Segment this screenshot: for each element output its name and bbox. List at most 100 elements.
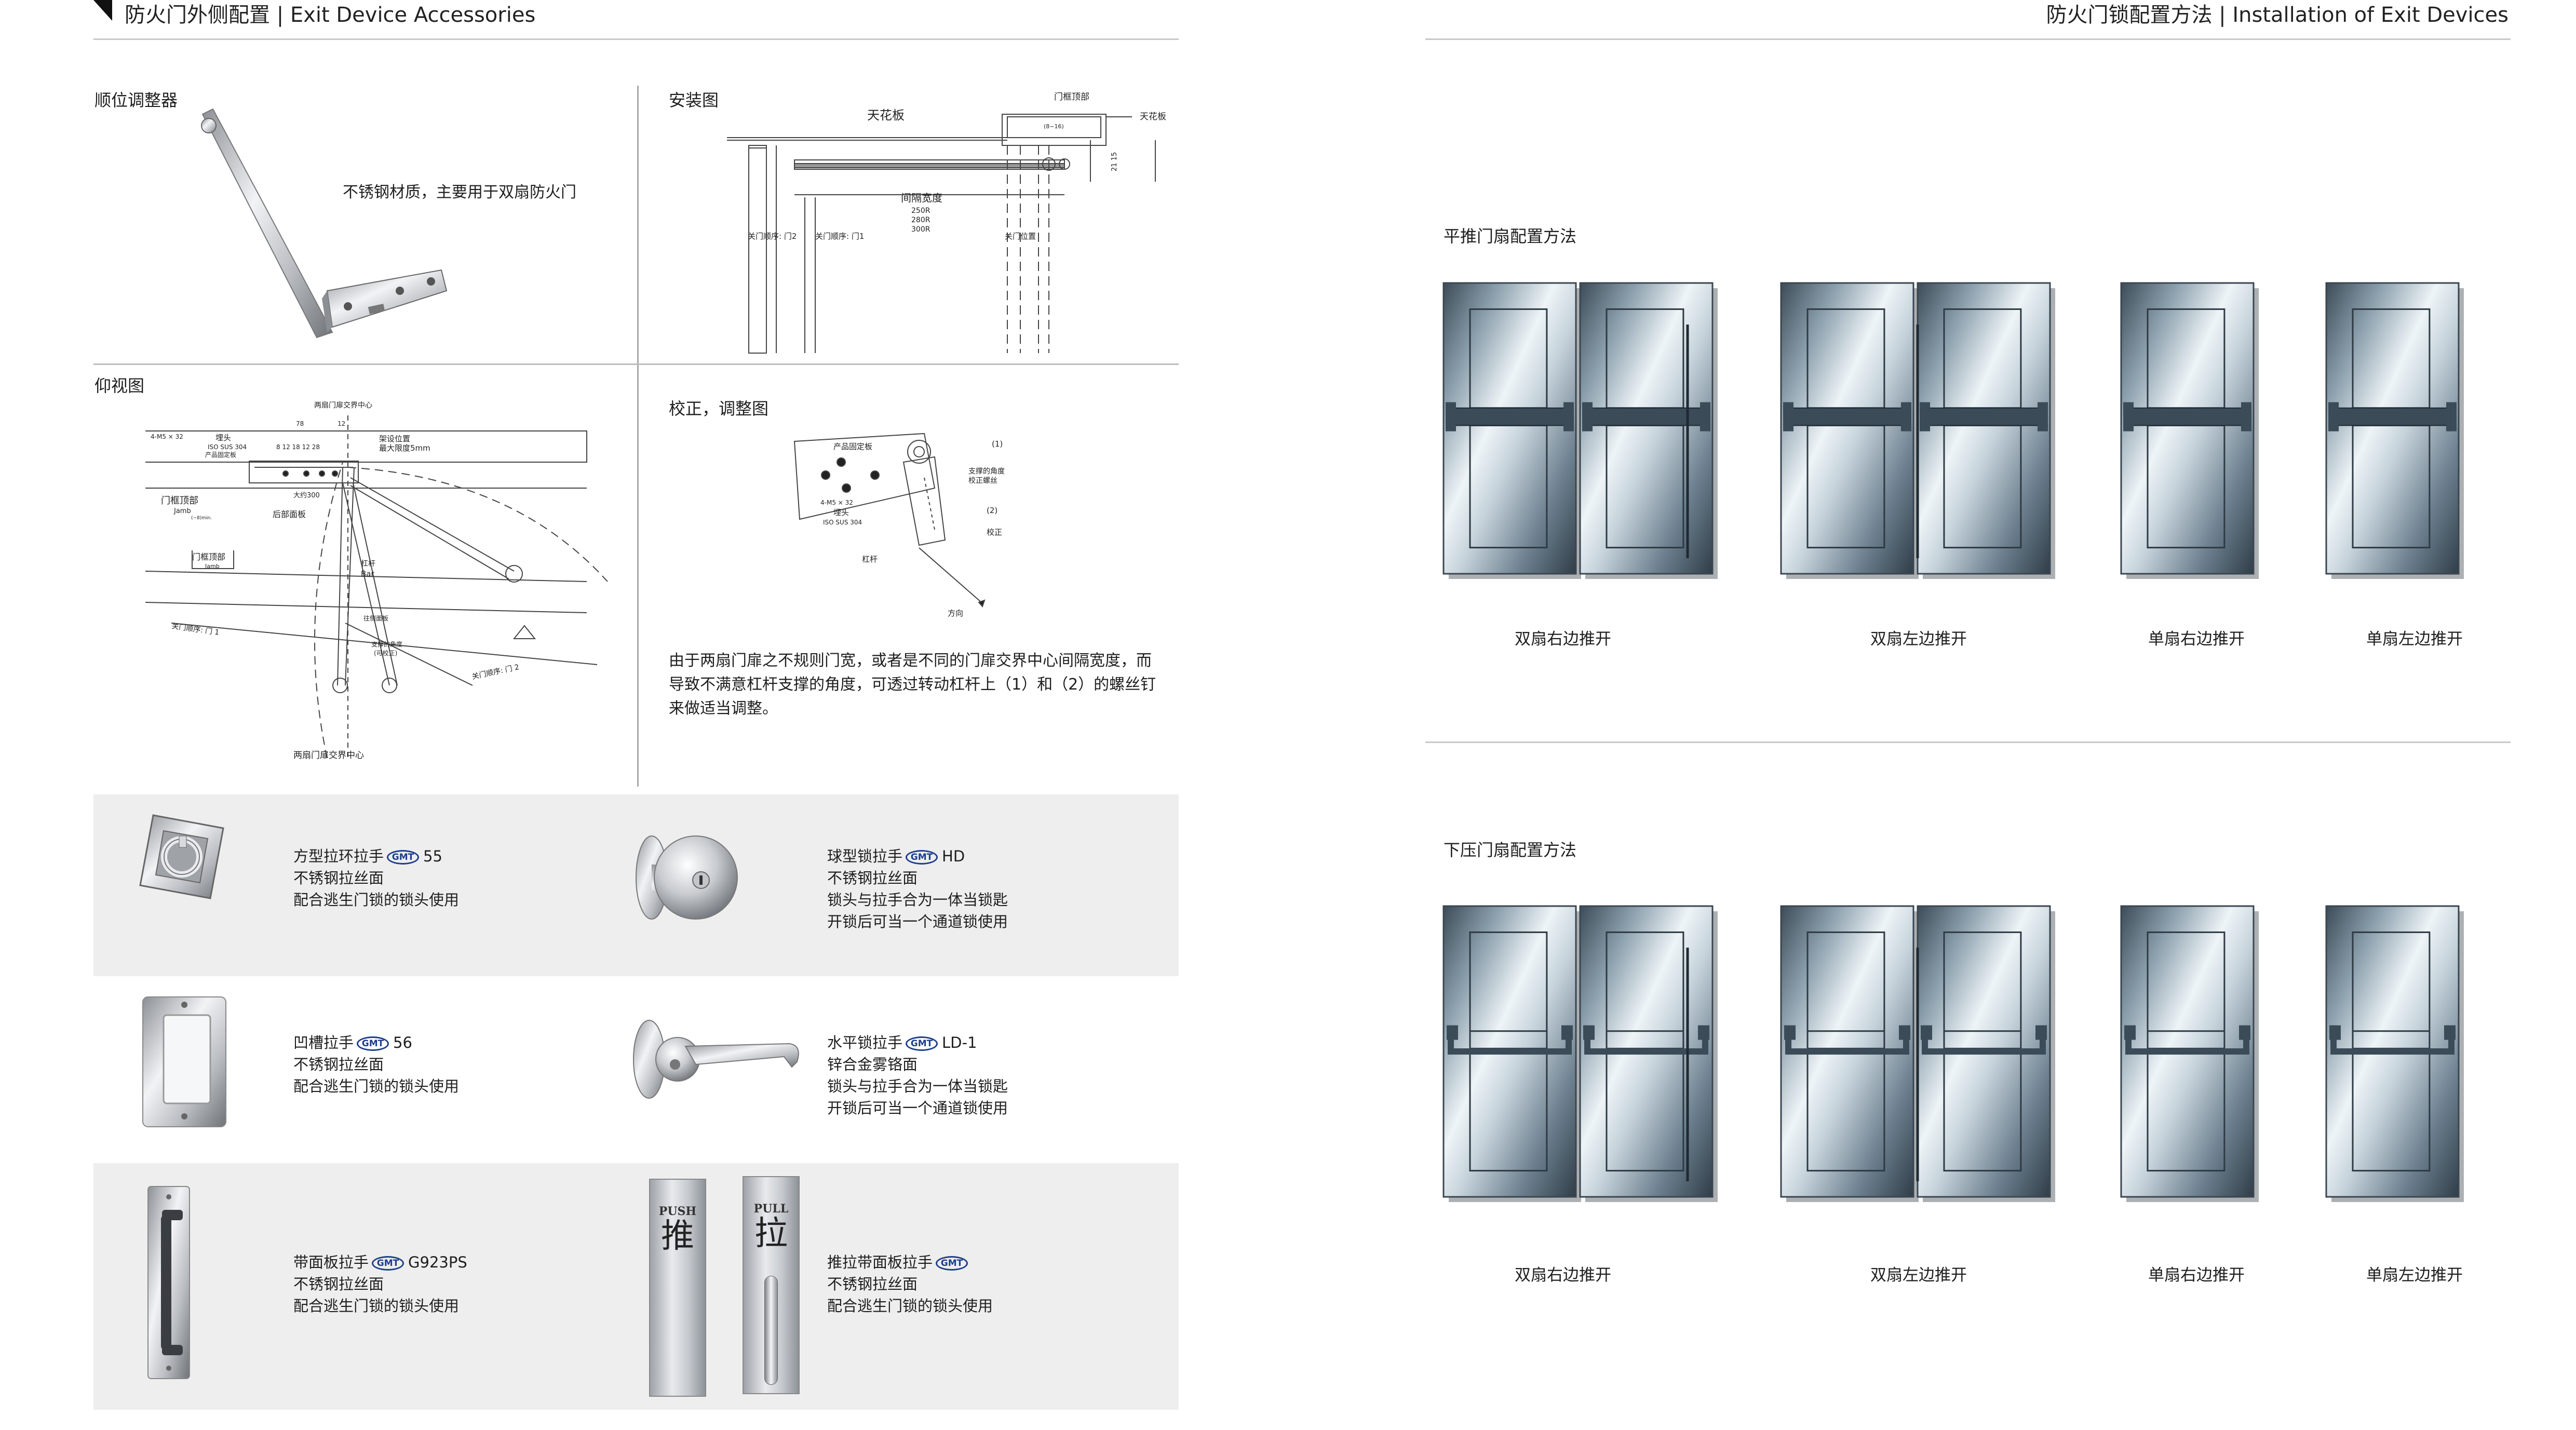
pull-plate-handle-image	[147, 1186, 190, 1379]
product-3-model: 56	[393, 1034, 412, 1051]
left-page-title: 防火门外侧配置 | Exit Device Accessories	[125, 3, 536, 27]
pull-plate-en: PULL	[753, 1202, 789, 1216]
product-3-brand-badge: GMT	[357, 1036, 389, 1051]
bottom-center-top-label: 两扇门扉交界中心	[314, 401, 372, 410]
bottom-max-limit-label: 最大限度5mm	[379, 443, 430, 453]
bottom-rear-panel-label: 后部面板	[273, 509, 306, 519]
recessed-pull-image	[142, 996, 226, 1127]
install-ceiling-label: 天花板	[867, 108, 905, 123]
product-4-finish: 锌合金雾铬面	[827, 1056, 918, 1073]
press-double-left-right-leaf	[1917, 905, 2055, 1202]
calib-direction-label: 方向	[948, 609, 963, 618]
push-single-left-leaf	[2325, 282, 2464, 579]
product-4-usage: 锁头与拉手合为一体当锁匙	[827, 1077, 1008, 1095]
product-4-name: 水平锁拉手	[827, 1034, 903, 1051]
panel-vertical-divider	[637, 86, 639, 787]
pull-plate-cn: 拉	[754, 1215, 788, 1253]
calib-calib-screw-label: 校正螺丝	[968, 476, 997, 485]
push-caption-1: 双扇右边推开	[1515, 630, 1611, 649]
knob-lock-image	[636, 835, 738, 920]
product-1-model: 55	[423, 847, 442, 865]
press-caption-3: 单扇右边推开	[2148, 1266, 2245, 1285]
product-3-finish: 不锈钢拉丝面	[293, 1056, 384, 1073]
product-2-name: 球型锁拉手	[827, 847, 903, 865]
push-double-left-right-leaf	[1917, 282, 2055, 579]
product-5-model: G923PS	[408, 1253, 467, 1271]
product-2-finish: 不锈钢拉丝面	[827, 869, 918, 887]
bottom-screw-head-label: 埋头	[215, 433, 231, 442]
coordinator-description: 不锈钢材质，主要用于双扇防火门	[343, 183, 576, 201]
product-4-extra: 开锁后可当一个通道锁使用	[827, 1099, 1008, 1117]
product-6-usage: 配合逃生门锁的锁头使用	[827, 1297, 993, 1315]
press-double-right-right-leaf	[1579, 905, 1718, 1202]
calib-screw-label: 4-M5 × 32	[820, 499, 853, 506]
calib-two-label: (2)	[987, 506, 997, 515]
product-2-usage: 锁头与拉手合为一体当锁匙	[827, 891, 1008, 909]
calib-fixed-plate-label: 产品固定板	[833, 442, 872, 451]
install-spacing-label: 间隔宽度	[901, 192, 942, 204]
bottom-d12-label: 12	[338, 420, 345, 427]
pull-handle-bar	[764, 1276, 778, 1385]
bottom-roller-label: 往侧面板	[363, 614, 388, 622]
section-divider	[1425, 741, 2511, 743]
push-single-right-leaf	[2120, 282, 2259, 579]
product-3-name: 凹槽拉手	[293, 1034, 354, 1051]
bottom-mount-pos-label: 架设位置	[379, 434, 410, 443]
push-double-right-left-leaf	[1442, 282, 1581, 579]
calibration-title: 校正，调整图	[669, 399, 769, 419]
bottom-view-diagram: 两扇门扉交界中心 78 12 4-M5 × 32 埋头 ISO SUS 304 …	[145, 401, 608, 761]
bottom-frame-top2-label: 门框顶部	[192, 552, 225, 562]
push-double-left-left-leaf	[1780, 282, 1919, 579]
press-single-right-leaf	[2120, 905, 2259, 1202]
product-1-brand-badge: GMT	[387, 850, 420, 865]
install-dim-label: 21 15	[1111, 152, 1118, 171]
coordinator-title: 顺位调整器	[95, 90, 178, 110]
press-double-left-left-leaf	[1780, 905, 1919, 1202]
calib-iso-label: ISO SUS 304	[823, 519, 862, 526]
bottom-support-angle-label: 支撑的角度	[371, 640, 402, 648]
push-caption-2: 双扇左边推开	[1870, 630, 1967, 649]
door-coordinator-image	[201, 108, 448, 339]
press-section-title: 下压门扇配置方法	[1444, 840, 1577, 860]
bottom-jamb2-label: Jamb	[205, 563, 220, 570]
push-caption-3: 单扇右边推开	[2148, 630, 2245, 649]
bottom-min-label: (~8)min.	[191, 516, 212, 521]
product-6-name: 推拉带面板拉手	[827, 1253, 933, 1271]
product-6-finish: 不锈钢拉丝面	[827, 1275, 918, 1293]
product-5-usage: 配合逃生门锁的锁头使用	[293, 1297, 460, 1315]
product-4-model: LD-1	[942, 1034, 977, 1051]
bottom-center-bottom-label: 两扇门扉交界中心	[293, 750, 364, 761]
product-5-finish: 不锈钢拉丝面	[293, 1275, 384, 1293]
install-closer-seq2-label: 关门顺序: 门2	[748, 232, 797, 241]
push-plate-image: PUSH 推	[649, 1179, 706, 1397]
install-frame-top-label: 门框顶部	[1054, 92, 1089, 102]
header-marker-icon	[93, 0, 112, 21]
bottom-fixed-plate-label: 产品固定板	[205, 451, 236, 458]
bottom-bar-en-label: Bar	[361, 569, 374, 578]
install-w3-label: 300R	[911, 225, 930, 234]
calib-lever-label: 杠杆	[862, 555, 878, 564]
product-2-extra: 开锁后可当一个通道锁使用	[827, 913, 1008, 930]
install-closer-seq1-label: 关门顺序: 门1	[815, 232, 864, 241]
bottom-adjustable-label: (可校正)	[374, 649, 397, 657]
install-w2-label: 280R	[911, 216, 930, 224]
bottom-approx-label: 大约300	[293, 492, 320, 500]
pull-plate-image: PULL 拉	[743, 1176, 800, 1394]
push-plate-en: PUSH	[658, 1205, 697, 1218]
left-header-divider	[93, 38, 1179, 40]
product-5-brand-badge: GMT	[372, 1256, 404, 1271]
bottom-iso-label: ISO SUS 304	[208, 443, 247, 451]
bottom-jamb-label: Jamb	[173, 507, 191, 515]
door-configuration-illustrations	[1442, 282, 2464, 1202]
panel-horizontal-divider	[93, 363, 1179, 365]
product-4-brand-badge: GMT	[906, 1036, 938, 1051]
right-header-divider	[1425, 38, 2511, 40]
product-1-finish: 不锈钢拉丝面	[293, 869, 384, 887]
product-3-usage: 配合逃生门锁的锁头使用	[293, 1077, 460, 1095]
install-w1-label: 250R	[911, 207, 930, 215]
push-plate-cn: 推	[661, 1217, 694, 1256]
install-title: 安装图	[669, 90, 719, 110]
product-1-name: 方型拉环拉手	[293, 847, 384, 865]
